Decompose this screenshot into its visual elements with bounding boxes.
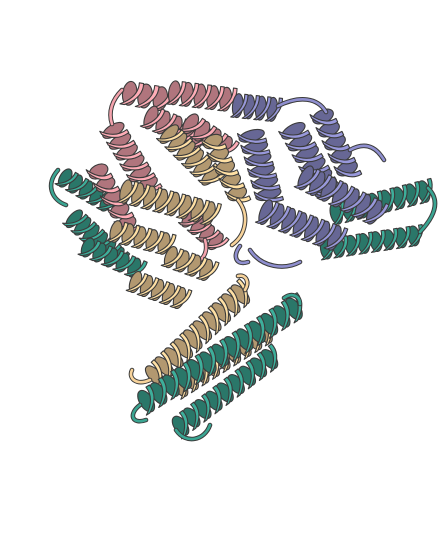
wheat-helix-3 — [106, 220, 177, 255]
wheat-loop-mid — [235, 273, 250, 293]
wheat-helix-6 — [200, 133, 252, 203]
teal-loop-left — [48, 167, 69, 208]
slate-loop-2 — [347, 143, 387, 163]
wheat-helix-2 — [116, 179, 222, 226]
pink-helix-top-2 — [165, 80, 238, 112]
slate-helix-1 — [230, 93, 284, 122]
slate-loop-3 — [247, 247, 303, 269]
teal-loop-bottom-1 — [130, 402, 149, 424]
teal-loop-right — [417, 185, 438, 235]
wheat-loop-bottom — [128, 367, 153, 385]
wheat-helix-5 — [160, 246, 220, 281]
slate-helix-5 — [254, 199, 349, 251]
wheat-helix-4 — [125, 270, 193, 310]
teal-loop-bottom-2 — [173, 422, 213, 442]
slate-loop-4 — [233, 243, 251, 266]
pink-helix-1 — [99, 121, 163, 194]
slate-helix-4 — [293, 165, 390, 225]
teal-helix-long-2 — [171, 343, 279, 440]
front-layer — [106, 124, 303, 442]
slate-helix-6 — [309, 108, 363, 178]
teal-helix-long-1 — [137, 292, 303, 416]
slate-helix-2 — [236, 128, 284, 203]
teal-loop-top — [281, 292, 303, 307]
wheat-loop-1 — [229, 197, 248, 248]
pink-loop-1 — [108, 87, 125, 127]
slate-loop-1 — [275, 97, 329, 115]
